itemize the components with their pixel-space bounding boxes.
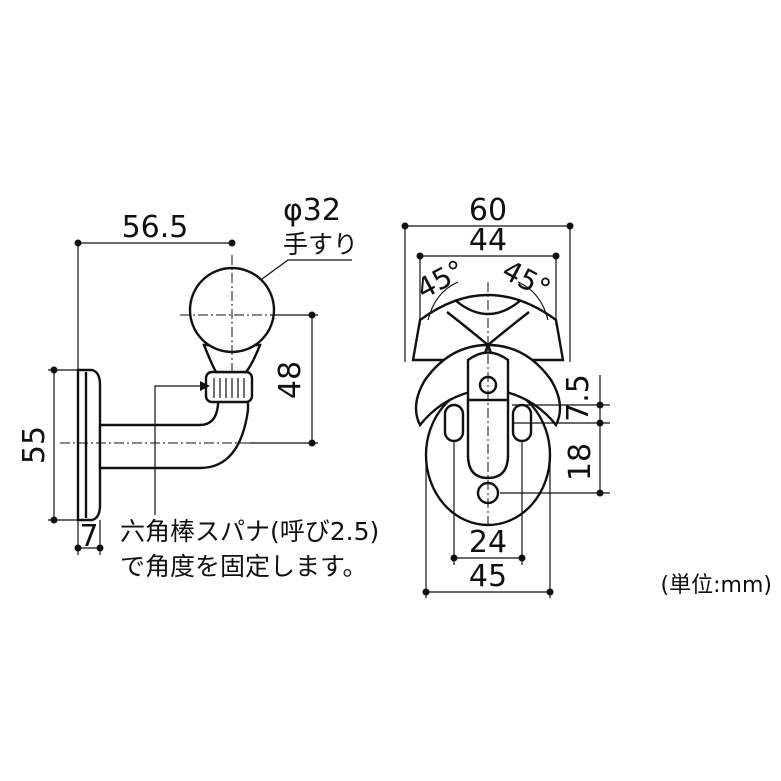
- left-slot: [443, 403, 465, 443]
- dim-55: 55: [17, 426, 52, 464]
- dim-45: 45: [469, 559, 507, 594]
- handrail-label: 手すり: [283, 230, 358, 259]
- dim-48: 48: [273, 361, 308, 399]
- unit-label: (単位:mm): [661, 573, 772, 598]
- wall-plate: [76, 368, 102, 522]
- bracket-arm: [98, 393, 250, 470]
- front-view: 60 44 45° 45° 7.5 18 24: [401, 193, 610, 598]
- note-line-2: で角度を固定します。: [120, 552, 368, 581]
- dim-56-5: 56.5: [122, 210, 189, 245]
- dim-24: 24: [469, 525, 507, 560]
- setscrew-block: [204, 370, 254, 404]
- dim-18: 18: [563, 443, 598, 481]
- side-view: 56.5 φ32 手すり 48 55 7 六角棒スパナ(呼び2.5) で角度を固…: [17, 193, 379, 581]
- dim-44: 44: [469, 223, 507, 258]
- dim-diameter-32: φ32: [283, 193, 341, 228]
- dim-7-5: 7.5: [561, 374, 596, 422]
- dim-7: 7: [79, 519, 98, 554]
- note-line-1: 六角棒スパナ(呼び2.5): [120, 517, 379, 546]
- dim-60: 60: [469, 193, 507, 228]
